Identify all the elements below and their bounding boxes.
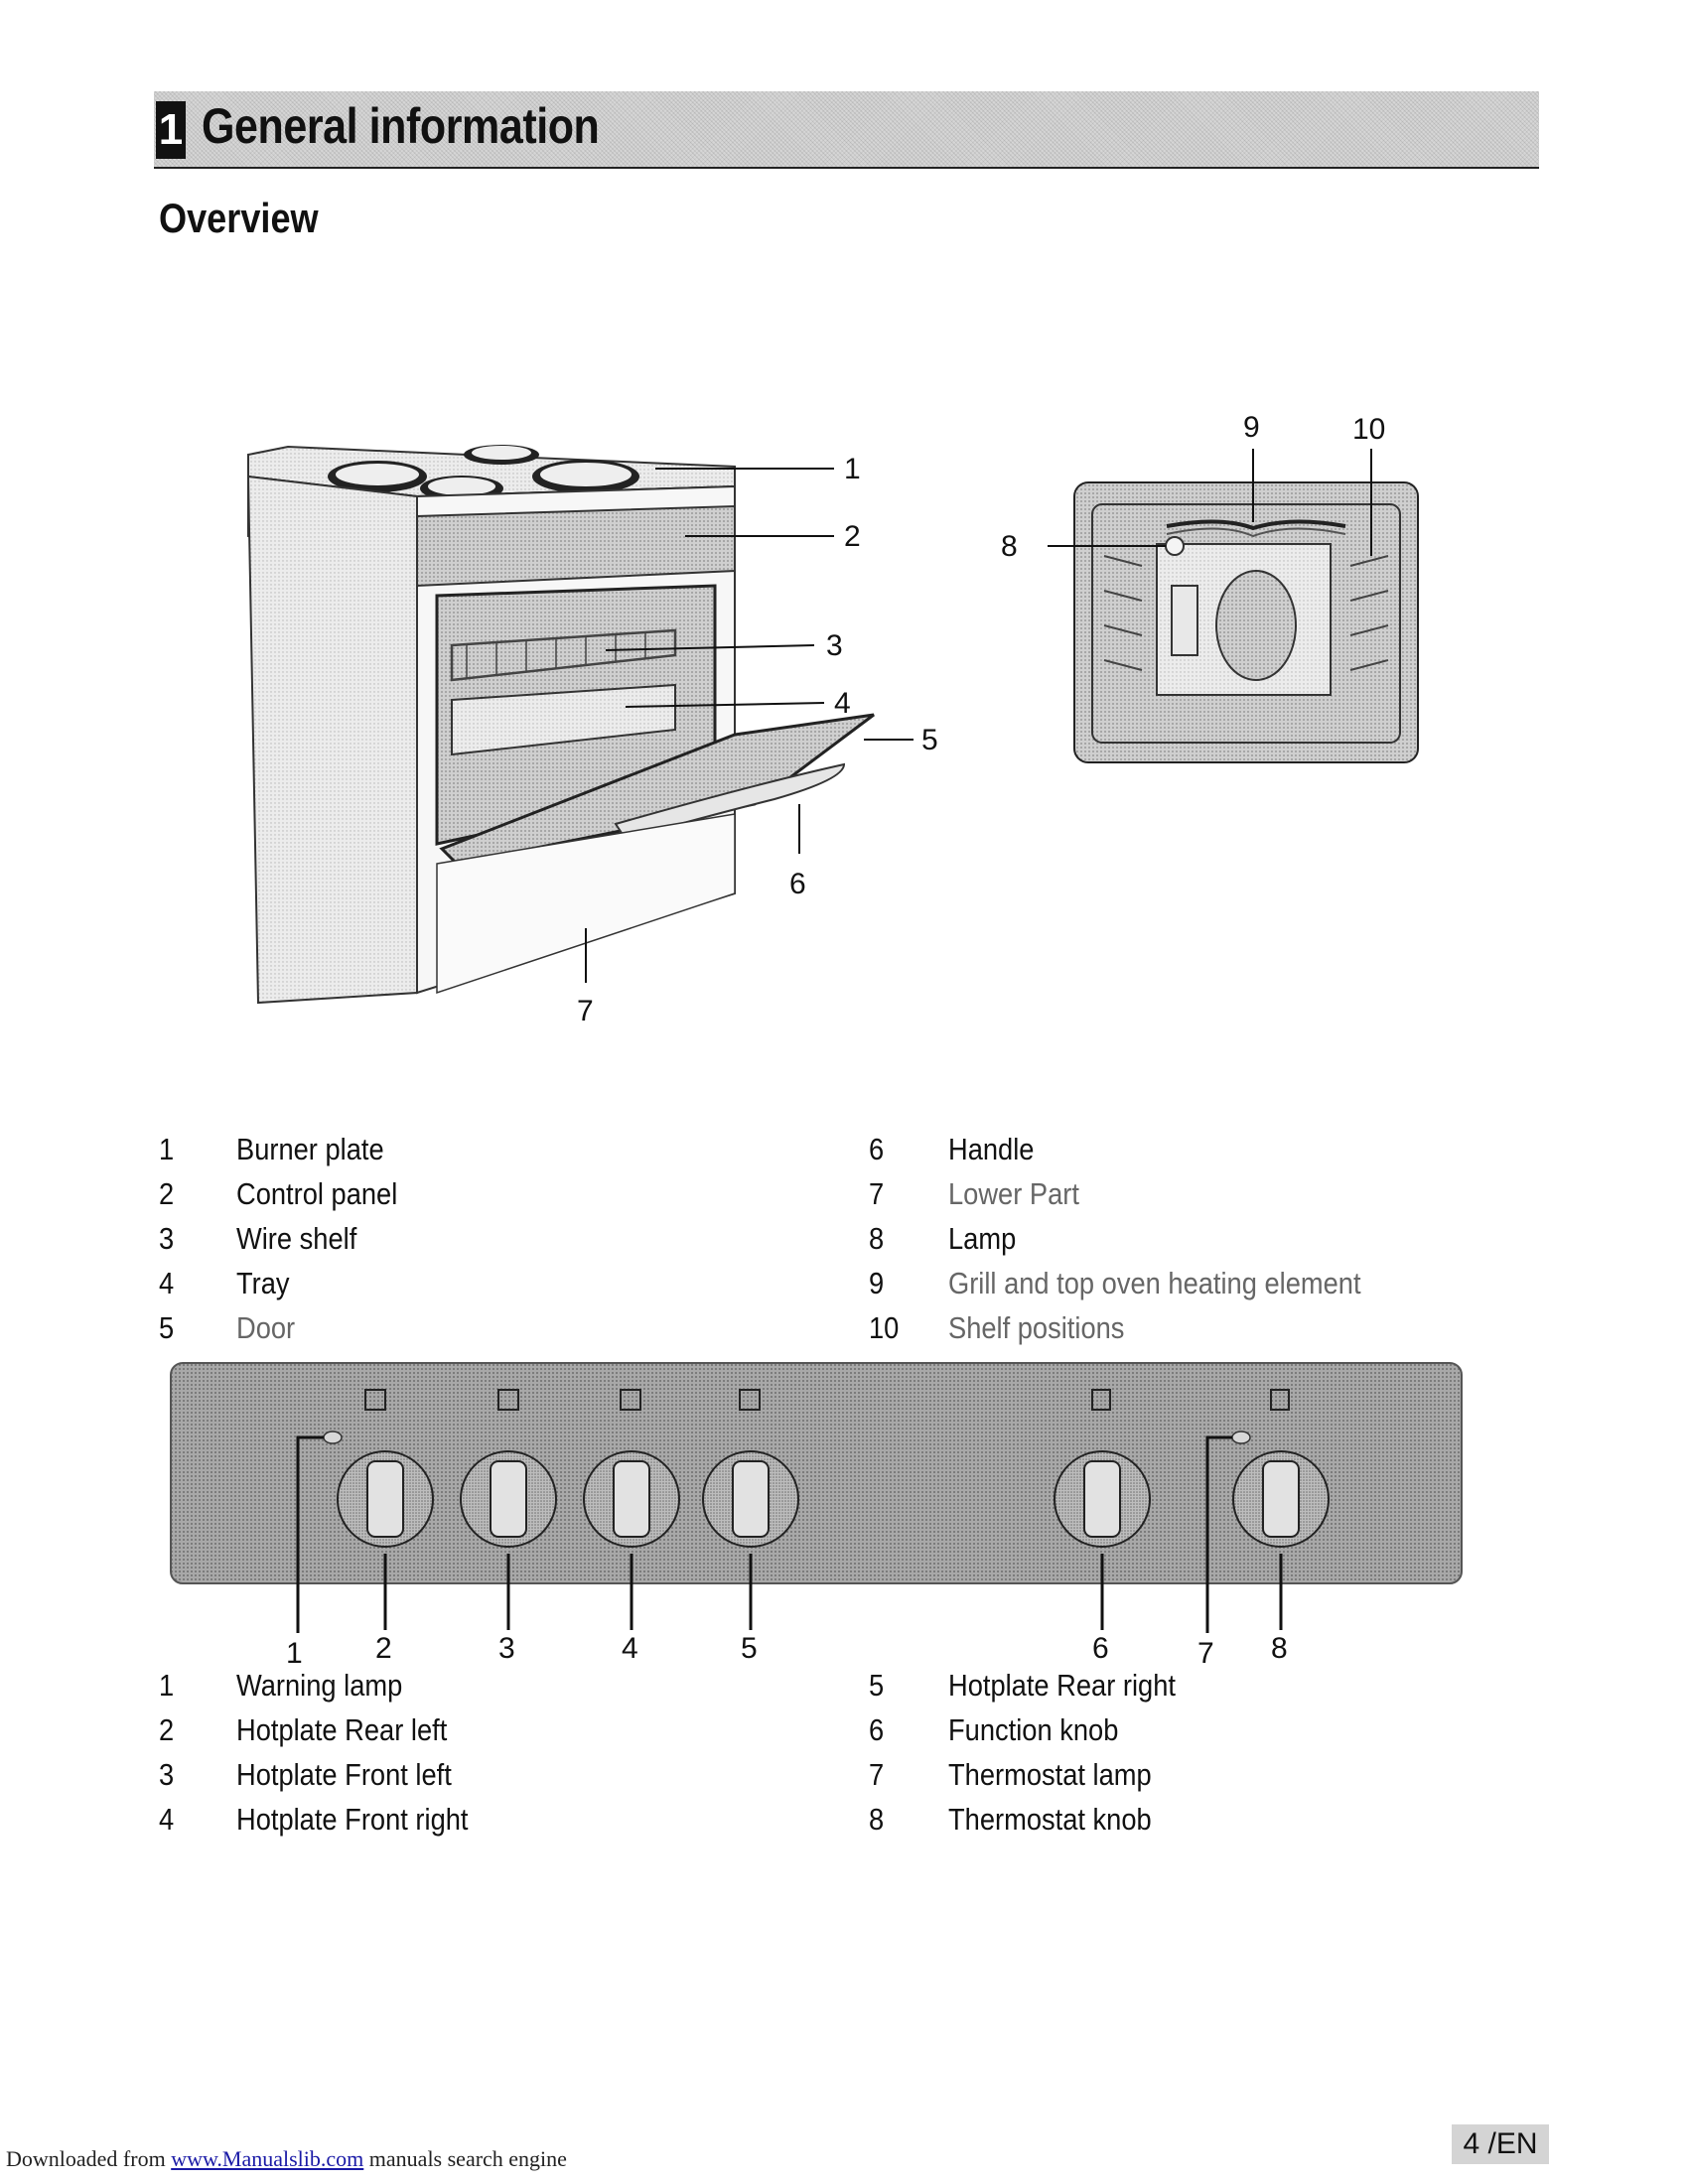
legend-number: 5	[869, 1668, 885, 1703]
panel-callout-3: 3	[498, 1632, 515, 1665]
oven-callout-7: 7	[577, 995, 594, 1027]
legend-label: Lower Part	[948, 1176, 1079, 1211]
panel-callout-4: 4	[622, 1632, 638, 1665]
legend-label: Hotplate Rear right	[948, 1668, 1176, 1703]
legend-label: Burner plate	[236, 1132, 384, 1166]
legend-number: 9	[869, 1266, 885, 1300]
legend-label: Hotplate Front left	[236, 1757, 452, 1792]
footer-link[interactable]: www.Manualslib.com	[171, 2146, 364, 2171]
panel-callout-5: 5	[741, 1632, 758, 1665]
legend-number: 3	[159, 1757, 175, 1792]
legend-number: 3	[159, 1221, 175, 1256]
legend-number: 8	[869, 1221, 885, 1256]
oven-callout-6: 6	[789, 868, 806, 900]
interior-callout-8: 8	[1001, 530, 1018, 563]
legend-label: Tray	[236, 1266, 290, 1300]
legend-label: Shelf positions	[948, 1310, 1125, 1345]
legend-label: Door	[236, 1310, 296, 1345]
legend-number: 10	[869, 1310, 900, 1345]
interior-callout-9: 9	[1243, 411, 1260, 444]
legend-label: Lamp	[948, 1221, 1017, 1256]
section-title: General information	[202, 98, 600, 154]
oven-callout-1: 1	[844, 453, 861, 485]
legend-label: Wire shelf	[236, 1221, 357, 1256]
legend-number: 8	[869, 1802, 885, 1837]
oven-interior-illustration: 8 9 10	[1001, 411, 1419, 763]
legend-number: 6	[869, 1132, 885, 1166]
legend-label: Control panel	[236, 1176, 398, 1211]
section-number-badge: 1	[156, 101, 186, 159]
legend-number: 5	[159, 1310, 175, 1345]
footer: Downloaded from www.Manualslib.com manua…	[6, 2146, 567, 2172]
interior-callout-10: 10	[1352, 413, 1385, 446]
control-panel-illustration: 1 2 3 4 5 6 7 8	[170, 1362, 1463, 1668]
legend-number: 2	[159, 1712, 175, 1747]
legend-label: Grill and top oven heating element	[948, 1266, 1361, 1300]
footer-prefix: Downloaded from	[6, 2146, 172, 2171]
panel-callout-8: 8	[1271, 1632, 1288, 1665]
oven-callout-2: 2	[844, 520, 861, 553]
legend-number: 4	[159, 1266, 175, 1300]
legend-number: 6	[869, 1712, 885, 1747]
oven-callout-4: 4	[834, 687, 851, 720]
footer-suffix: manuals search engine	[363, 2146, 567, 2171]
legend-number: 1	[159, 1132, 175, 1166]
legend-label: Handle	[948, 1132, 1035, 1166]
section-header: 1 General information	[154, 91, 1539, 169]
panel-callout-1: 1	[286, 1637, 303, 1668]
oven-illustration: 1 2 3 4 5 6 7	[246, 445, 938, 1027]
panel-callout-6: 6	[1092, 1632, 1109, 1665]
panel-callout-2: 2	[375, 1632, 392, 1665]
legend-number: 7	[869, 1176, 885, 1211]
oven-callout-5: 5	[921, 724, 938, 756]
legend-label: Function knob	[948, 1712, 1119, 1747]
overview-heading: Overview	[159, 195, 319, 241]
oven-callout-3: 3	[826, 629, 843, 662]
legend-label: Hotplate Rear left	[236, 1712, 448, 1747]
legend-number: 2	[159, 1176, 175, 1211]
legend-number: 4	[159, 1802, 175, 1837]
page-number: 4 /EN	[1452, 2124, 1549, 2164]
legend-label: Hotplate Front right	[236, 1802, 469, 1837]
panel-callout-7: 7	[1197, 1637, 1214, 1668]
legend-label: Warning lamp	[236, 1668, 403, 1703]
legend-label: Thermostat lamp	[948, 1757, 1152, 1792]
legend-label: Thermostat knob	[948, 1802, 1152, 1837]
legend-number: 7	[869, 1757, 885, 1792]
legend-number: 1	[159, 1668, 175, 1703]
